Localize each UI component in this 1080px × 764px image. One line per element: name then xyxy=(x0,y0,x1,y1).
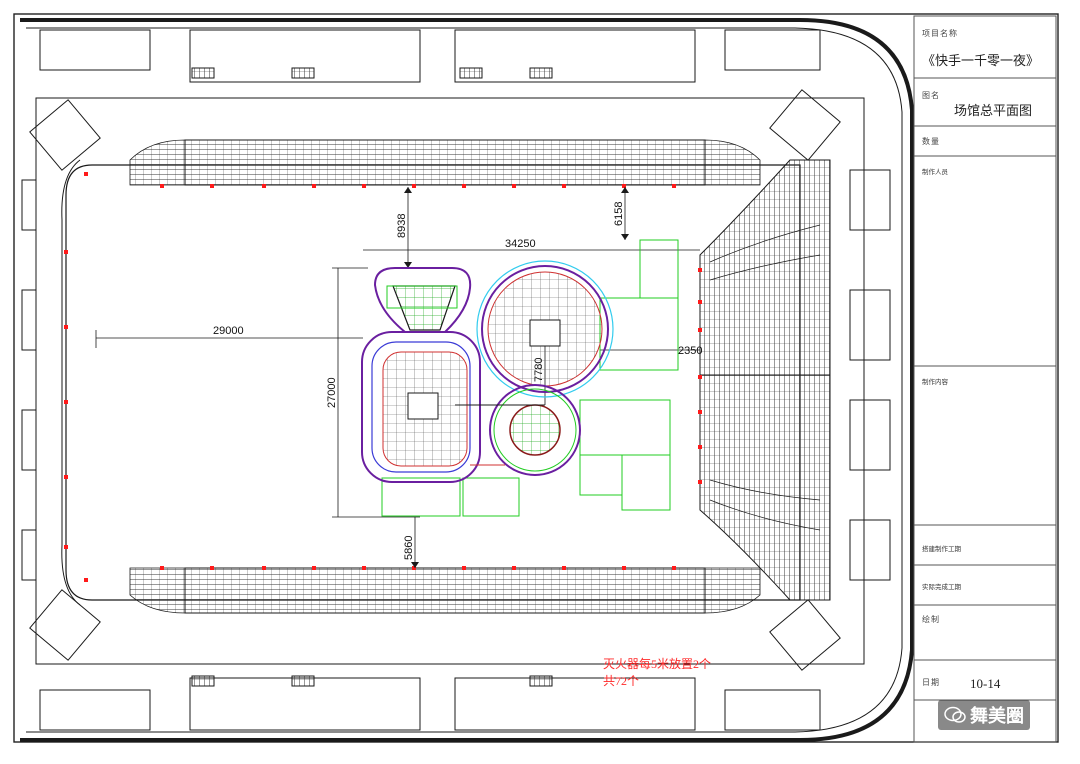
dimension-top-left: 8938 xyxy=(396,213,408,238)
quantity-label: 数量 xyxy=(922,137,940,146)
chat-bubble-icon xyxy=(944,706,966,723)
dimension-center: 7780 xyxy=(533,357,545,382)
dimension-bottom: 5860 xyxy=(403,535,415,560)
content-label: 制作内容 xyxy=(922,379,948,386)
watermark: 舞美圈 xyxy=(938,700,1030,730)
date-value: 10-14 xyxy=(970,676,1001,691)
finish-date-label: 实际完成工期 xyxy=(922,584,961,591)
dimension-height: 27000 xyxy=(326,377,338,408)
drawing-name: 场馆总平面图 xyxy=(954,103,1033,118)
producer-label: 制作人员 xyxy=(922,169,948,176)
drawing-name-label: 图名 xyxy=(922,91,940,100)
date-label: 日期 xyxy=(922,678,940,687)
project-name: 《快手一千零一夜》 xyxy=(922,53,1040,68)
drawn-by-label: 绘制 xyxy=(922,615,940,624)
dimension-width: 34250 xyxy=(505,238,536,250)
extinguisher-note-line2: 共72个 xyxy=(603,674,640,688)
watermark-text: 舞美圈 xyxy=(970,706,1024,727)
dimension-left: 29000 xyxy=(213,325,244,337)
extinguisher-note-line1: 灭火器每5米放置2个 xyxy=(603,657,712,671)
build-date-label: 搭建制作工期 xyxy=(922,546,961,553)
dimension-top-right: 6158 xyxy=(613,201,625,226)
dimension-right: 2350 xyxy=(678,345,703,357)
project-name-label: 项目名称 xyxy=(922,29,958,38)
